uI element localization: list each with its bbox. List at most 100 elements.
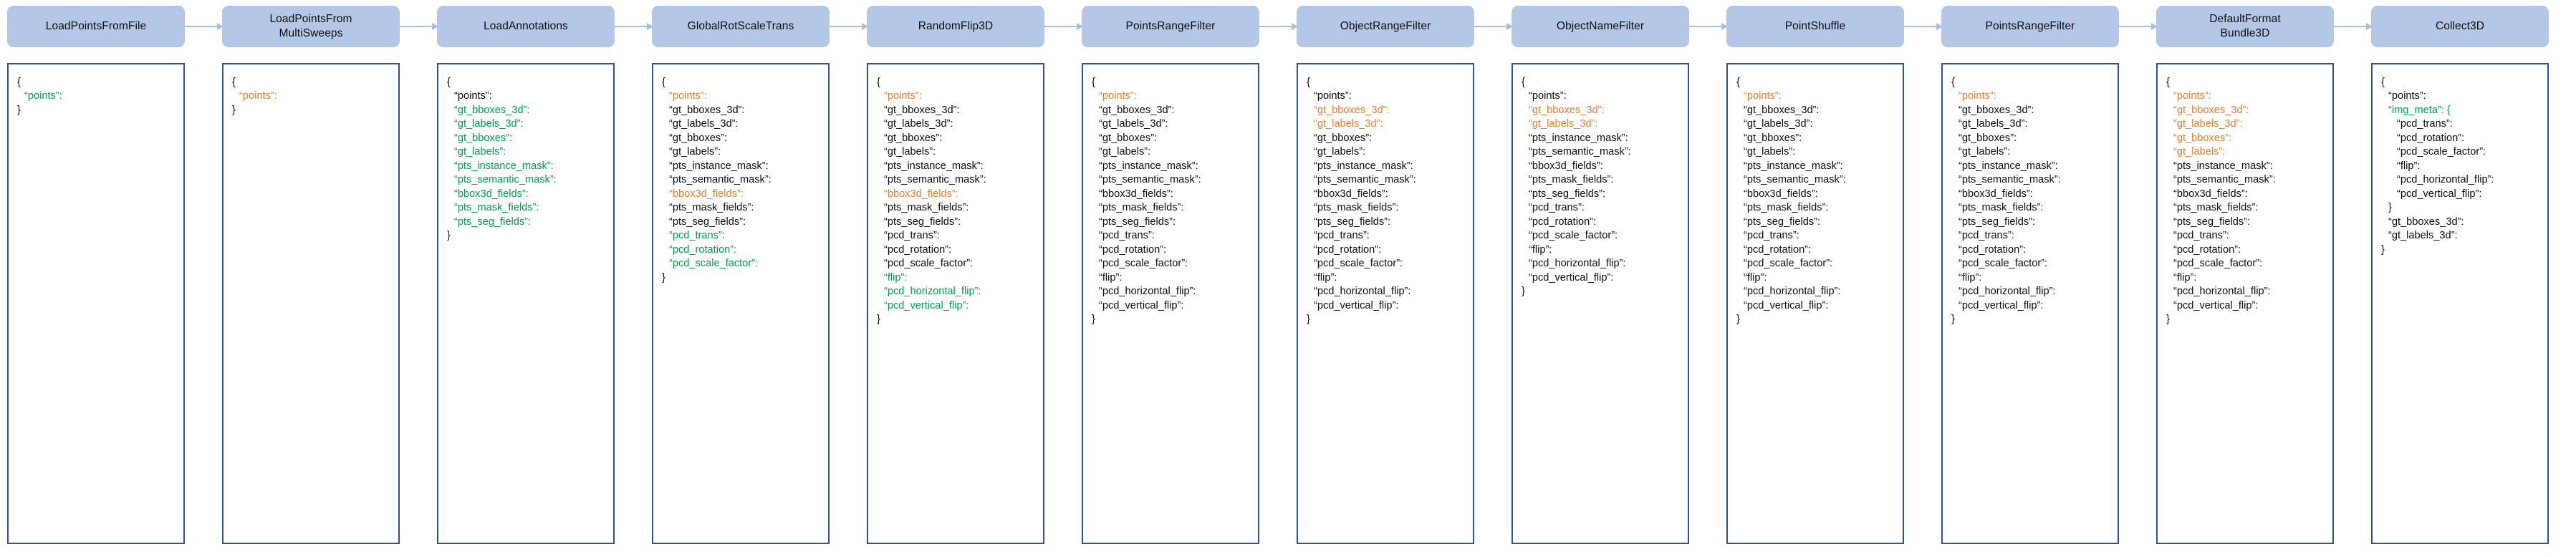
dict-key-line: “points”: [454, 90, 492, 102]
dict-key-line: “gt_labels_3d”: [1314, 118, 1383, 130]
dict-key-line: “gt_labels”: [454, 146, 506, 158]
dict-key-line: “bbox3d_fields”: [1529, 160, 1603, 172]
dict-key-line: “pts_mask_fields”: [1959, 202, 2044, 214]
arrow-shaft [185, 26, 218, 27]
flow-arrow-icon [615, 23, 653, 30]
dict-key-line: “gt_bboxes_3d”: [1744, 104, 1820, 116]
stage-output-panel-points-range-filter-2: {“points”:“gt_bboxes_3d”:“gt_labels_3d”:… [1941, 63, 2119, 544]
dict-key-line: “gt_bboxes”: [454, 132, 513, 144]
result-dict-code: {“points”:“img_meta”: {“pcd_trans”:“pcd_… [2373, 76, 2547, 257]
dict-key-line: “pts_instance_mask”: [1959, 160, 2058, 172]
stage-node-load-points-from-multisweeps[interactable]: LoadPointsFrom MultiSweeps [222, 6, 400, 47]
dict-key-line: { [877, 77, 880, 88]
dict-key-line: “points”: [2388, 90, 2426, 102]
arrow-shaft [2119, 26, 2152, 27]
pipeline-stage-global-rot-scale-trans: GlobalRotScaleTrans{“points”:“gt_bboxes_… [652, 0, 868, 557]
stage-node-random-flip-3d[interactable]: RandomFlip3D [867, 6, 1044, 47]
dict-key-line: “pcd_horizontal_flip”: [2397, 174, 2494, 186]
dict-key-line: “pcd_scale_factor”: [2397, 146, 2486, 158]
dict-key-line: “pts_seg_fields”: [1314, 215, 1391, 228]
dict-key-line: “pcd_horizontal_flip”: [884, 286, 981, 298]
pipeline-stage-default-format-bundle-3d: DefaultFormat Bundle3D {“points”:“gt_bbox… [2156, 0, 2373, 557]
stage-output-panel-default-format-bundle-3d: {“points”:“gt_bboxes_3d”:“gt_labels_3d”:… [2156, 63, 2334, 544]
dict-key-line: “pts_instance_mask”: [1314, 160, 1413, 172]
dict-key-line: “bbox3d_fields”: [454, 188, 529, 200]
arrow-shaft [1474, 26, 1507, 27]
dict-key-line: “pts_mask_fields”: [1099, 202, 1184, 214]
dict-key-line: “pcd_rotation”: [1744, 243, 1812, 256]
dict-key-line: “gt_bboxes_3d”: [1959, 104, 2034, 116]
dict-key-line: “gt_labels_3d”: [1529, 118, 1598, 130]
arrow-head [1506, 23, 1513, 30]
stage-node-collect-3d[interactable]: Collect3D [2371, 6, 2549, 47]
dict-key-line: “pcd_rotation”: [1529, 215, 1597, 228]
pipeline-stage-points-range-filter-2: PointsRangeFilter {“points”:“gt_bboxes_3d… [1941, 0, 2158, 557]
dict-key-line: “flip”: [1744, 271, 1767, 284]
dict-key-line: “pts_semantic_mask”: [1529, 146, 1631, 158]
stage-node-object-name-filter[interactable]: ObjectNameFilter [1512, 6, 1689, 47]
dict-key-line: “flip”: [884, 271, 908, 284]
dict-key-line: “gt_bboxes_3d”: [884, 104, 960, 116]
arrow-shaft [615, 26, 648, 27]
dict-key-line: “gt_bboxes_3d”: [669, 104, 745, 116]
dict-key-line: “gt_labels”: [1314, 146, 1366, 158]
stage-node-global-rot-scale-trans[interactable]: GlobalRotScaleTrans [652, 6, 830, 47]
arrow-shaft [400, 26, 433, 27]
stage-node-load-points-from-file[interactable]: LoadPointsFromFile [7, 6, 185, 47]
stage-node-label: PointsRangeFilter [1125, 20, 1216, 33]
stage-output-panel-object-range-filter: {“points”:“gt_bboxes_3d”:“gt_labels_3d”:… [1297, 63, 1474, 544]
dict-key-line: “pcd_trans”: [1744, 230, 1799, 242]
dict-key-line: “gt_bboxes”: [1314, 132, 1373, 144]
dict-key-line: “points”: [884, 90, 922, 102]
dict-key-line: “bbox3d_fields”: [884, 188, 958, 200]
stage-node-object-range-filter[interactable]: ObjectRangeFilter [1297, 6, 1474, 47]
dict-key-line: “gt_labels_3d”: [2173, 118, 2243, 130]
dict-key-line: “gt_bboxes_3d”: [1529, 104, 1605, 116]
stage-node-point-shuffle[interactable]: PointShuffle [1726, 6, 1904, 47]
dict-key-line: “gt_labels”: [1744, 146, 1796, 158]
arrow-head [1292, 23, 1298, 30]
dict-key-line: “img_meta”: { [2388, 104, 2451, 116]
stage-output-panel-object-name-filter: {“points”:“gt_bboxes_3d”:“gt_labels_3d”:… [1512, 63, 1689, 544]
dict-key-line: “gt_bboxes”: [1959, 132, 2017, 144]
result-dict-code: {“points”:“gt_bboxes_3d”:“gt_labels_3d”:… [868, 76, 1043, 326]
pipeline-stage-load-points-from-file: LoadPointsFromFile{“points”:} [7, 0, 224, 557]
dict-key-line: “pts_semantic_mask”: [1099, 174, 1201, 186]
dict-key-line: “pcd_scale_factor”: [1314, 258, 1403, 270]
dict-key-line: “points”: [2173, 90, 2211, 102]
dict-key-line: “pts_instance_mask”: [2173, 160, 2273, 172]
dict-key-line: “flip”: [1959, 271, 1982, 284]
dict-key-line: “pts_seg_fields”: [454, 215, 532, 228]
dict-key-line: “pts_seg_fields”: [1529, 188, 1606, 200]
dict-key-line: “pts_seg_fields”: [1959, 215, 2036, 228]
dict-key-line: { [1307, 77, 1310, 88]
dict-key-line: “pcd_horizontal_flip”: [1529, 258, 1626, 270]
result-dict-code: {“points”:“gt_bboxes_3d”:“gt_labels_3d”:… [1083, 76, 1258, 326]
dict-key-line: “points”: [239, 90, 277, 102]
dict-key-line: } [2381, 243, 2385, 256]
dict-key-line: } [232, 104, 236, 116]
stage-node-points-range-filter-1[interactable]: PointsRangeFilter [1082, 6, 1259, 47]
flow-arrow-icon [2334, 23, 2373, 30]
dict-key-line: “pcd_trans”: [1529, 202, 1585, 214]
dict-key-line: “flip”: [1099, 271, 1123, 284]
dict-key-line: “bbox3d_fields”: [1959, 188, 2033, 200]
stage-node-default-format-bundle-3d[interactable]: DefaultFormat Bundle3D [2156, 6, 2334, 47]
stage-node-points-range-filter-2[interactable]: PointsRangeFilter [1941, 6, 2119, 47]
dict-key-line: “pts_seg_fields”: [669, 215, 746, 228]
stage-node-label: LoadPointsFrom MultiSweeps [269, 13, 352, 39]
dict-key-line: “points”: [1744, 90, 1782, 102]
dict-key-line: “pcd_rotation”: [884, 243, 952, 256]
pipeline-stage-point-shuffle: PointShuffle{“points”:“gt_bboxes_3d”:“gt… [1726, 0, 1943, 557]
arrow-head [862, 23, 868, 30]
dict-key-line: “points”: [1529, 90, 1567, 102]
dict-key-line: “pcd_scale_factor”: [1099, 258, 1188, 270]
stage-node-load-annotations[interactable]: LoadAnnotations [437, 6, 615, 47]
dict-key-line: } [1092, 313, 1095, 325]
dict-key-line: “pcd_horizontal_flip”: [1099, 286, 1196, 298]
dict-key-line: “pts_semantic_mask”: [884, 174, 986, 186]
flow-arrow-icon [1689, 23, 1728, 30]
dict-key-line: “pcd_vertical_flip”: [884, 299, 969, 311]
dict-key-line: “pcd_rotation”: [1314, 243, 1382, 256]
flow-arrow-icon [185, 23, 224, 30]
